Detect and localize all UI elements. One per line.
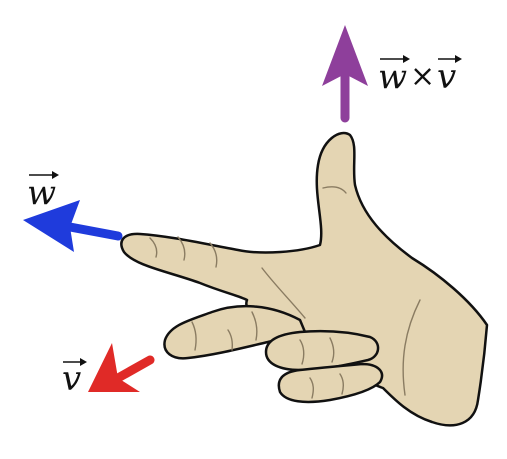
cross-label-overarrows bbox=[380, 55, 462, 63]
hand-little-finger bbox=[277, 362, 384, 404]
w-arrow bbox=[23, 200, 123, 252]
cross-product-label: w × v bbox=[378, 55, 462, 97]
w-label-text: w bbox=[27, 173, 56, 213]
cross-label-w: w bbox=[378, 57, 407, 97]
cross-label-v: v bbox=[437, 57, 456, 97]
hand-creases bbox=[149, 186, 421, 399]
v-arrow bbox=[88, 343, 155, 392]
w-label: w bbox=[27, 171, 59, 213]
hand-palm-thumb-index bbox=[120, 131, 489, 427]
cross-product-arrow bbox=[322, 25, 368, 123]
v-label: v bbox=[62, 358, 87, 399]
hand bbox=[120, 131, 489, 427]
v-label-text: v bbox=[62, 359, 81, 399]
cross-label-times: × bbox=[410, 59, 435, 94]
